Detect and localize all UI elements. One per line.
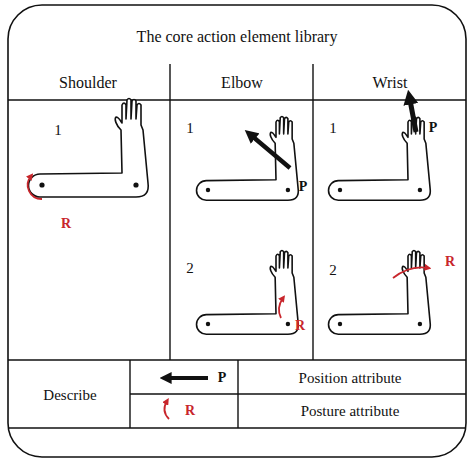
attribute-description: Posture attribute — [301, 404, 400, 419]
rotation-arrow — [393, 267, 428, 278]
column-header: Elbow — [221, 75, 263, 91]
position-arrow-sample — [168, 376, 208, 380]
position-letter: P — [218, 371, 227, 385]
column-header: Wrist — [373, 75, 408, 91]
rotation-arrow — [279, 298, 283, 318]
callout-number: 2 — [329, 263, 337, 278]
arm-figure — [329, 250, 431, 334]
posture-letter: R — [61, 217, 71, 231]
arm-figure — [197, 116, 299, 200]
rotation-arrow — [28, 176, 42, 199]
posture-letter: R — [295, 319, 305, 333]
arm-figure — [29, 99, 149, 198]
posture-letter: R — [445, 255, 455, 269]
row-header: Describe — [43, 388, 96, 403]
callout-number: 1 — [186, 121, 194, 136]
position-letter: P — [299, 180, 308, 194]
arm-figure — [197, 250, 299, 334]
rotation-arrow-sample — [164, 401, 169, 419]
callout-number: 2 — [186, 261, 194, 276]
posture-letter: R — [185, 404, 195, 418]
diagram-title: The core action element library — [137, 29, 338, 45]
position-arrow — [410, 100, 416, 132]
position-letter: P — [429, 121, 438, 135]
callout-number: 1 — [54, 123, 62, 138]
table-grid — [8, 64, 466, 428]
position-arrow — [252, 136, 290, 168]
outer-frame — [8, 5, 466, 457]
attribute-description: Position attribute — [299, 371, 402, 386]
callout-number: 1 — [329, 121, 337, 136]
column-header: Shoulder — [59, 75, 117, 91]
